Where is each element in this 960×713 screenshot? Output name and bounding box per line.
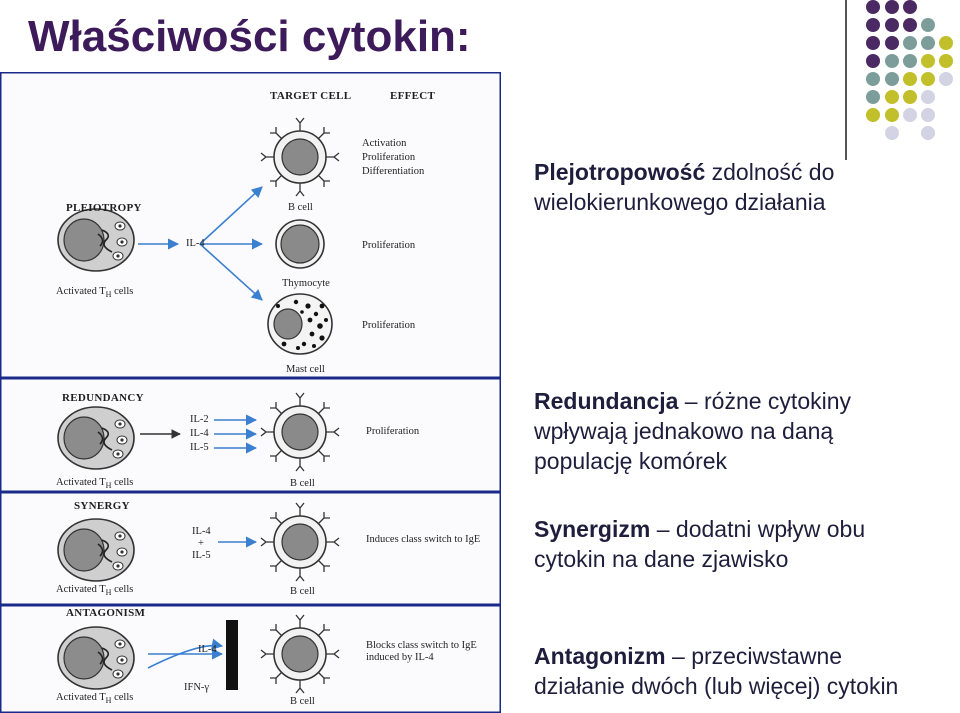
definition-synergy-line1: dodatni wpływ obu bbox=[676, 516, 865, 542]
redundancy-heading: REDUNDANCY bbox=[62, 392, 144, 404]
definition-pleiotropy-line1: zdolność do bbox=[712, 159, 835, 185]
col-target-label: TARGET CELL bbox=[270, 90, 351, 102]
definition-pleiotropy-line2: wielokierunkowego działania bbox=[534, 189, 826, 215]
synergy-cytokine-il4: IL-4 bbox=[192, 526, 211, 537]
definition-antagonism-line1: przeciwstawne bbox=[691, 643, 842, 669]
definition-redundancy-line2: wpływają jednakowo na daną bbox=[534, 418, 833, 444]
redundancy-cytokine-il5: IL-5 bbox=[190, 442, 209, 453]
definition-antagonism-line2: działanie dwóch (lub więcej) cytokin bbox=[534, 673, 898, 699]
effect-thymocyte: Proliferation bbox=[362, 240, 415, 251]
pleiotropy-heading: PLEIOTROPY bbox=[66, 202, 142, 214]
definition-redundancy-line1: różne cytokiny bbox=[704, 388, 851, 414]
synergy-target: B cell bbox=[290, 586, 315, 597]
cytokine-properties-figure: TARGET CELL EFFECT PLEIOTROPY IL-4 B cel… bbox=[0, 72, 501, 713]
synergy-heading: SYNERGY bbox=[74, 500, 130, 512]
effect-activation: Activation bbox=[362, 138, 406, 149]
redundancy-effect: Proliferation bbox=[366, 426, 419, 437]
pleiotropy-cytokine: IL-4 bbox=[186, 238, 205, 249]
effect-differentiation: Differentiation bbox=[362, 166, 424, 177]
antagonism-source-label: Activated TH cells bbox=[56, 692, 133, 705]
definition-pleiotropy: Plejotropowość zdolność do wielokierunko… bbox=[534, 157, 834, 217]
decorative-divider bbox=[845, 0, 847, 160]
antagonism-effect-line2: induced by IL-4 bbox=[366, 652, 434, 663]
antagonism-heading: ANTAGONISM bbox=[66, 607, 145, 619]
synergy-source-label: Activated TH cells bbox=[56, 584, 133, 597]
definition-synergy-line2: cytokin na dane zjawisko bbox=[534, 546, 788, 572]
slide-title: Właściwości cytokin: bbox=[28, 12, 471, 62]
col-effect-label: EFFECT bbox=[390, 90, 435, 102]
definition-synergy: Synergizm – dodatni wpływ obu cytokin na… bbox=[534, 514, 865, 574]
synergy-effect: Induces class switch to IgE bbox=[366, 534, 480, 545]
term-antagonism: Antagonizm bbox=[534, 643, 666, 669]
definition-redundancy: Redundancja – różne cytokiny wpływają je… bbox=[534, 386, 851, 476]
antagonism-effect-line1: Blocks class switch to IgE bbox=[366, 640, 477, 651]
synergy-plus: + bbox=[198, 538, 204, 549]
pleiotropy-target-thymocyte: Thymocyte bbox=[282, 278, 330, 289]
antagonism-cytokine-il4: IL-4 bbox=[198, 644, 217, 655]
redundancy-source-label: Activated TH cells bbox=[56, 477, 133, 490]
term-synergy: Synergizm bbox=[534, 516, 650, 542]
definition-redundancy-line3: populację komórek bbox=[534, 448, 727, 474]
antagonism-cytokine-ifng: IFN-γ bbox=[184, 682, 209, 693]
synergy-cytokine-il5: IL-5 bbox=[192, 550, 211, 561]
pleiotropy-target-bcell: B cell bbox=[288, 202, 313, 213]
redundancy-cytokine-il4: IL-4 bbox=[190, 428, 209, 439]
effect-mastcell: Proliferation bbox=[362, 320, 415, 331]
redundancy-cytokine-il2: IL-2 bbox=[190, 414, 209, 425]
redundancy-target: B cell bbox=[290, 478, 315, 489]
definition-antagonism: Antagonizm – przeciwstawne działanie dwó… bbox=[534, 641, 898, 701]
effect-proliferation: Proliferation bbox=[362, 152, 415, 163]
term-pleiotropy: Plejotropowość bbox=[534, 159, 705, 185]
pleiotropy-target-mastcell: Mast cell bbox=[286, 364, 325, 375]
term-redundancy: Redundancja bbox=[534, 388, 678, 414]
antagonism-target: B cell bbox=[290, 696, 315, 707]
pleiotropy-source-label: Activated TH cells bbox=[56, 286, 133, 299]
